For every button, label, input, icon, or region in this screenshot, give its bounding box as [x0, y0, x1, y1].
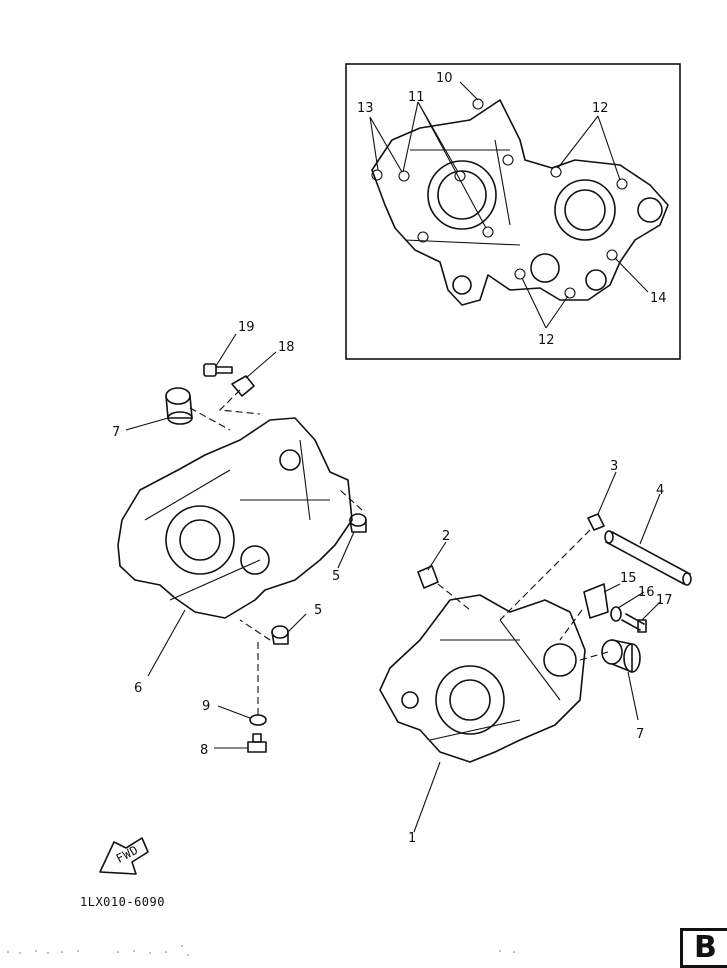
- right-case-boss: [401, 691, 419, 709]
- right-case-bearing: [543, 643, 577, 677]
- bracket-15: [583, 583, 609, 619]
- callout-7-left: 7: [112, 425, 120, 440]
- callout-4: 4: [656, 483, 664, 498]
- left-case-crank-bore: [165, 505, 235, 575]
- left-case-ribs: [144, 439, 330, 601]
- inset-lower-hole: [452, 275, 472, 295]
- left-crankcase: [117, 417, 353, 619]
- callout-14: 14: [650, 291, 667, 306]
- inset-oval-hole: [530, 253, 560, 283]
- bracket-18: [231, 375, 255, 397]
- bolt-19: [203, 363, 233, 377]
- callout-13: 13: [357, 101, 374, 116]
- right-case-crank-bore: [435, 665, 505, 735]
- bolt-17: [621, 613, 647, 633]
- inset-bolt-markers: [371, 98, 628, 299]
- dowel-2: [417, 565, 439, 589]
- inset-frame: [345, 63, 681, 360]
- left-case-upper-boss: [279, 449, 301, 471]
- callout-5-lower: 5: [314, 603, 322, 618]
- inset-case-outline: [371, 99, 669, 306]
- inset-bearing-inner: [564, 189, 606, 231]
- right-case-outline: [379, 594, 586, 763]
- callout-19: 19: [238, 320, 255, 335]
- pin-4: [604, 530, 692, 586]
- callout-12-top: 12: [592, 101, 609, 116]
- callout-numbers: 10 11 13 12 14 12 19 18 7 5 5 6 9 8 2 3 …: [80, 71, 673, 909]
- callout-9: 9: [202, 699, 210, 714]
- inset-crank-bore-inner: [437, 170, 487, 220]
- left-case-crank-bore-inner: [179, 519, 221, 561]
- fitting-3: [587, 513, 605, 531]
- washer-16: [610, 606, 622, 622]
- left-case-boss: [240, 545, 270, 575]
- callout-12-bottom: 12: [538, 333, 555, 348]
- callout-15: 15: [620, 571, 637, 586]
- callout-7-right: 7: [636, 727, 644, 742]
- callout-18: 18: [278, 340, 295, 355]
- callout-3: 3: [610, 459, 618, 474]
- washer-9: [249, 714, 267, 726]
- right-crankcase: [379, 594, 586, 763]
- callout-10: 10: [436, 71, 453, 86]
- drain-plug-8: [247, 733, 267, 753]
- callout-16: 16: [638, 585, 655, 600]
- scan-noise: [7, 945, 515, 956]
- collar-7-left: [165, 387, 193, 425]
- callout-1: 1: [408, 831, 416, 846]
- inset-bolt-layout: [345, 63, 681, 360]
- inset-leaders: [369, 81, 649, 329]
- right-case-crank-bore-inner: [449, 679, 491, 721]
- inset-dowel-hole: [637, 197, 663, 223]
- part-code: 1LX010-6090: [80, 895, 165, 909]
- page-letter: B: [694, 930, 717, 965]
- right-case-ribs: [429, 619, 561, 741]
- fwd-arrow-icon: FWD: [99, 837, 149, 875]
- callout-11: 11: [408, 90, 425, 105]
- dowel-5-lower: [271, 625, 289, 645]
- callout-6: 6: [134, 681, 142, 696]
- inset-small-hole: [585, 269, 607, 291]
- inset-bearing-outer: [554, 179, 616, 241]
- dowel-5-upper: [349, 513, 367, 533]
- callout-2: 2: [442, 529, 450, 544]
- inset-ribs: [404, 139, 521, 246]
- leader-lines: [125, 333, 661, 833]
- fwd-label: FWD: [114, 843, 141, 866]
- left-case-outline: [117, 417, 353, 619]
- callout-17: 17: [656, 593, 673, 608]
- collar-7-right: [601, 639, 641, 673]
- callout-8: 8: [200, 743, 208, 758]
- callout-5-upper: 5: [332, 569, 340, 584]
- inset-crank-bore-outer: [427, 160, 497, 230]
